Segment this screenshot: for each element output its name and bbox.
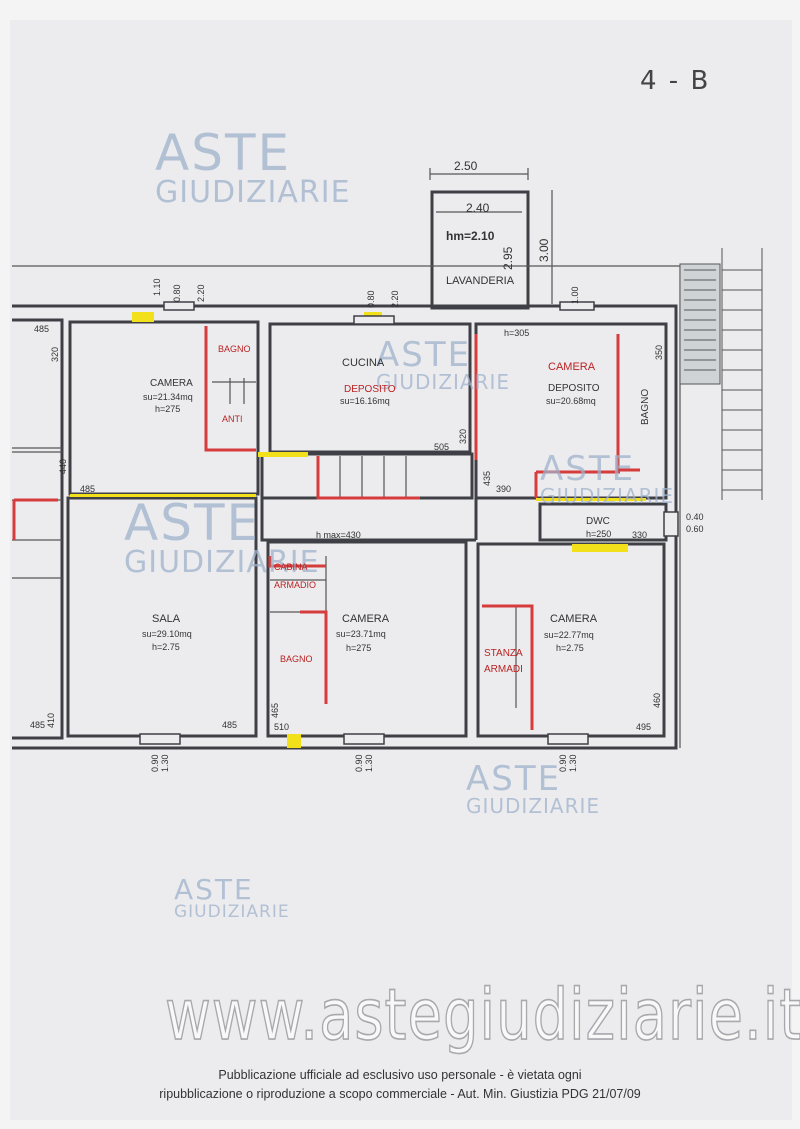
dimension: 485	[80, 484, 95, 494]
room-name: BAGNO	[218, 344, 251, 354]
dimension: 0.40	[686, 512, 704, 522]
dimension: 465	[270, 703, 280, 718]
dimension: 3.00	[537, 238, 551, 262]
dimension: 0.60	[686, 524, 704, 534]
room-height: h=275	[346, 643, 371, 653]
room-height: h=2.75	[152, 642, 180, 652]
room-area: su=22.77mq	[544, 630, 594, 640]
dimension: 0.90	[150, 754, 160, 772]
dimension: 1.30	[364, 754, 374, 772]
dimension: 485	[34, 324, 49, 334]
room-name: DWC	[586, 516, 610, 527]
dimension: 2.95	[501, 246, 515, 270]
room-name: BAGNO	[280, 654, 313, 664]
dimension: 460	[652, 693, 662, 708]
room-area: su=29.10mq	[142, 629, 192, 639]
dimension: 320	[50, 347, 60, 362]
dimension: 410	[46, 713, 56, 728]
dimension: 0.90	[354, 754, 364, 772]
room-name: CUCINA	[342, 357, 385, 369]
room-new-use: DEPOSITO	[344, 384, 396, 395]
room-name: CAMERA	[548, 361, 596, 373]
dimension: 1.30	[568, 754, 578, 772]
room-name: STANZA	[484, 648, 523, 659]
dimension: 495	[636, 722, 651, 732]
dimension: 0.80	[172, 284, 182, 302]
dimension: 440	[58, 459, 68, 474]
room-name: ARMADIO	[274, 580, 316, 590]
dimension: 390	[496, 484, 511, 494]
dimension: 505	[434, 442, 449, 452]
room-name: CAMERA	[150, 378, 193, 389]
dimension: 0.80	[366, 290, 376, 308]
dimension: 510	[274, 722, 289, 732]
room-area: su=23.71mq	[336, 629, 386, 639]
dimension: 485	[30, 720, 45, 730]
dimension: 2.20	[390, 290, 400, 308]
room-name: LAVANDERIA	[446, 275, 515, 287]
corridor-height: h max=430	[316, 530, 361, 540]
room-area: su=16.16mq	[340, 396, 390, 406]
dimension: 1.30	[160, 754, 170, 772]
room-name: ARMADI	[484, 664, 523, 675]
room-name: SALA	[152, 613, 181, 625]
room-name: CABINA	[274, 562, 308, 572]
dimension: 350	[654, 345, 664, 360]
room-name: CAMERA	[550, 613, 598, 625]
sheet-label: 4 - B	[640, 66, 711, 96]
left-apartment-wall	[12, 318, 64, 740]
dimension: 2.40	[466, 201, 490, 215]
room-name: ANTI	[222, 414, 243, 424]
room-area: su=20.68mq	[546, 396, 596, 406]
room-height: h=250	[586, 529, 611, 539]
dimension: 2.50	[454, 159, 478, 173]
dimension: 2.20	[196, 284, 206, 302]
room-area: su=21.34mq	[143, 392, 193, 402]
room-name: CAMERA	[342, 613, 390, 625]
room-new-use: DEPOSITO	[548, 383, 600, 394]
dimension: 435	[482, 471, 492, 486]
corridor-walls	[260, 498, 478, 542]
dimension: 320	[458, 429, 468, 444]
scanned-sheet	[10, 20, 792, 1120]
room-name: BAGNO	[640, 389, 651, 425]
dimension: 330	[632, 530, 647, 540]
website-watermark: www.astegiudiziarie.it	[164, 974, 800, 1057]
dimension: 1.00	[570, 286, 580, 304]
publication-notice: Pubblicazione ufficiale ad esclusivo uso…	[218, 1068, 582, 1082]
room-height: h=275	[155, 404, 180, 414]
dimension: 0.90	[558, 754, 568, 772]
dimension: 485	[222, 720, 237, 730]
dimension: h=305	[504, 328, 529, 338]
lavanderia-walls	[430, 190, 530, 310]
room-height: h=2.75	[556, 643, 584, 653]
dimension: 1.10	[152, 278, 162, 296]
room-height: hm=2.10	[446, 229, 495, 243]
publication-notice: ripubblicazione o riproduzione a scopo c…	[159, 1087, 641, 1101]
